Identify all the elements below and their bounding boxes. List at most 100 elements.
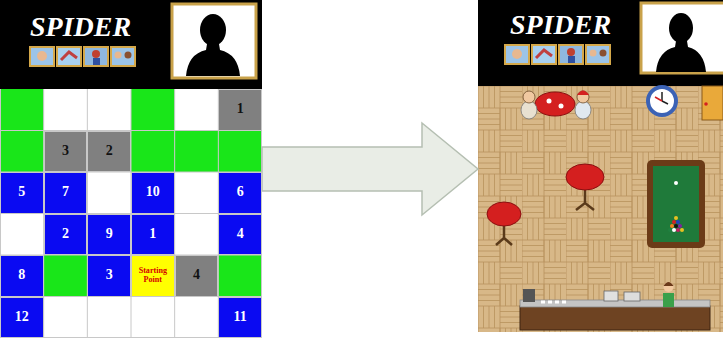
icon-figure bbox=[600, 50, 607, 57]
cash-register bbox=[604, 291, 618, 301]
cell-number: 1 bbox=[149, 227, 156, 242]
board-cell: 9 bbox=[87, 214, 131, 256]
green-cell bbox=[131, 89, 175, 131]
ball bbox=[668, 228, 672, 232]
barmaid-body bbox=[663, 293, 674, 307]
game-title: SPIDER bbox=[510, 11, 611, 39]
ball bbox=[680, 228, 684, 232]
board-cell: 3 bbox=[44, 131, 88, 173]
icon-figure bbox=[93, 58, 100, 65]
board-cell: 6 bbox=[218, 172, 262, 214]
table-legs bbox=[496, 224, 512, 245]
cell-number: 3 bbox=[106, 268, 113, 283]
wall-clock bbox=[648, 87, 676, 115]
round-table bbox=[487, 202, 521, 245]
icon-figure bbox=[61, 52, 77, 60]
ball bbox=[674, 216, 678, 220]
grid-ground bbox=[0, 89, 262, 338]
portrait bbox=[641, 3, 723, 73]
green-cell bbox=[218, 131, 262, 173]
door bbox=[702, 86, 723, 120]
pool-table bbox=[647, 160, 705, 248]
board-cell: 2 bbox=[44, 214, 88, 256]
icon-figure bbox=[115, 52, 122, 59]
ball bbox=[676, 228, 680, 232]
screen-panel: SPIDER bbox=[478, 0, 723, 338]
silhouette-body bbox=[656, 41, 706, 72]
board-cell: 12 bbox=[0, 297, 44, 338]
board-cell: 11 bbox=[218, 297, 262, 338]
green-cell bbox=[218, 255, 262, 297]
board-cell: 5 bbox=[0, 172, 44, 214]
icon-row bbox=[505, 45, 610, 64]
board-cell: 4 bbox=[175, 255, 219, 297]
cup bbox=[559, 104, 564, 109]
green-cell bbox=[0, 89, 44, 131]
icon-figure bbox=[92, 50, 100, 58]
clock-hand bbox=[655, 97, 662, 101]
board-cell: 2 bbox=[87, 131, 131, 173]
silhouette-head bbox=[669, 13, 693, 43]
cell-number: 4 bbox=[193, 268, 200, 283]
portrait bbox=[172, 4, 256, 78]
icon bbox=[111, 47, 135, 66]
person-body bbox=[521, 101, 537, 119]
ball bbox=[670, 224, 674, 228]
screen-panel: SPIDER13257106291483Starting Point41211 bbox=[0, 0, 262, 338]
ball bbox=[672, 228, 676, 232]
person-body bbox=[575, 101, 591, 119]
table-with-people bbox=[521, 91, 591, 120]
icon-figure bbox=[125, 52, 132, 59]
board-grid bbox=[0, 89, 262, 338]
red-cap bbox=[577, 91, 589, 96]
silhouette-body bbox=[186, 44, 240, 76]
ball bbox=[674, 224, 678, 228]
board-cell: Starting Point bbox=[131, 255, 175, 297]
red-table bbox=[566, 164, 604, 190]
cell-number: Starting Point bbox=[132, 267, 174, 284]
green-cell bbox=[131, 131, 175, 173]
clock-hands bbox=[662, 92, 668, 104]
door-knob bbox=[704, 102, 708, 106]
red-table bbox=[487, 202, 521, 226]
icon-figure bbox=[567, 48, 575, 56]
person-head bbox=[523, 91, 535, 103]
clock-face bbox=[648, 87, 676, 115]
cell-number: 8 bbox=[18, 268, 25, 283]
icon bbox=[57, 47, 81, 66]
silhouette-head bbox=[200, 14, 226, 46]
board-cell: 8 bbox=[0, 255, 44, 297]
icon-figure bbox=[512, 49, 522, 59]
pool-frame bbox=[647, 160, 705, 248]
red-table bbox=[535, 92, 575, 116]
icon-row bbox=[30, 47, 135, 66]
barmaid-head bbox=[664, 282, 674, 292]
round-table bbox=[566, 164, 604, 210]
bar-counter bbox=[520, 282, 710, 330]
cell-number: 11 bbox=[234, 310, 247, 325]
person-head bbox=[577, 91, 589, 103]
cell-number: 2 bbox=[106, 144, 113, 159]
cell-number: 10 bbox=[146, 185, 160, 200]
icon bbox=[505, 45, 529, 64]
ball bbox=[678, 224, 682, 228]
icon-figure bbox=[37, 51, 47, 61]
grid-lines bbox=[0, 89, 262, 338]
green-cell bbox=[0, 131, 44, 173]
icon bbox=[532, 45, 556, 64]
icon bbox=[30, 47, 54, 66]
green-cell bbox=[175, 131, 219, 173]
icon-figure bbox=[590, 50, 597, 57]
board-cell: 3 bbox=[87, 255, 131, 297]
icon-figure bbox=[536, 50, 552, 58]
cell-number: 6 bbox=[237, 185, 244, 200]
left-header bbox=[0, 0, 262, 89]
cell-number: 4 bbox=[237, 227, 244, 242]
table-legs bbox=[576, 188, 594, 210]
icon bbox=[559, 45, 583, 64]
block-arrow bbox=[262, 123, 478, 215]
game-screen bbox=[478, 0, 723, 332]
board-cell: 10 bbox=[131, 172, 175, 214]
coffee-machine bbox=[523, 289, 535, 302]
